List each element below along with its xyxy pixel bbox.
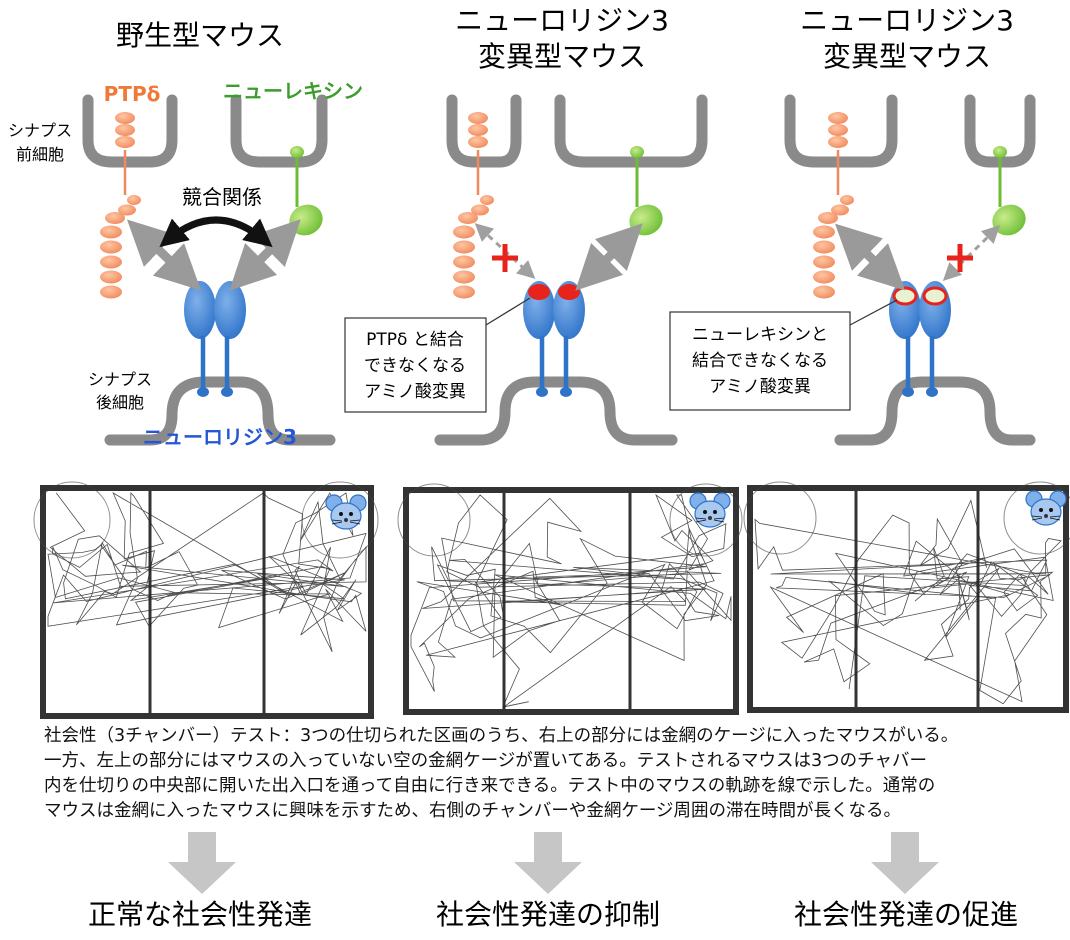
blocked-binding-arrow: [942, 224, 1001, 282]
binding-arrow: [575, 223, 643, 291]
panel-wildtype: 野生型マウス PTPδ ニューレキシン シナプス 前細胞 競合関係 シナプス 後…: [8, 19, 363, 449]
outcome-label: 正常な社会性発達: [88, 898, 312, 931]
mutation-site-marker: [528, 284, 550, 300]
down-arrow-icon: [514, 832, 582, 894]
presynaptic-membrane: [82, 94, 178, 168]
presynaptic-label: 前細胞: [16, 145, 64, 164]
panel-mutant-neurexin: ニューロリジン3 変異型マウス ニューレキシンと 結合できなくなる アミノ酸変異: [669, 4, 1036, 446]
trajectory-line: [47, 492, 367, 653]
binding-arrow: [127, 219, 201, 291]
callout-text: アミノ酸変異: [364, 382, 466, 402]
presynaptic-membrane: [230, 94, 328, 168]
chamber-test-wildtype: [33, 481, 379, 719]
binding-arrow: [229, 219, 301, 291]
binding-arrow: [834, 223, 906, 291]
outcome-label: 社会性発達の抑制: [436, 898, 660, 931]
callout-text: 結合できなくなる: [692, 351, 828, 371]
callout-text: PTPδ と結合: [366, 330, 464, 350]
callout-text: アミノ酸変異: [709, 377, 811, 397]
chamber-test-mutant-ptp: [397, 483, 743, 715]
panel-title: 変異型マウス: [478, 40, 646, 73]
panel-title: 変異型マウス: [823, 40, 991, 73]
presynaptic-membrane: [554, 94, 708, 168]
panel-title: ニューロリジン3: [455, 4, 669, 37]
caption-line: 社会性（3チャンバー）テスト：3つの仕切られた区画のうち、右上の部分には金網のケ…: [44, 726, 959, 746]
mutation-callout: ニューレキシンと 結合できなくなる アミノ酸変異: [669, 299, 898, 411]
neuroligin-label: ニューロリジン3: [143, 425, 297, 449]
ptp-delta-molecule: [451, 110, 496, 300]
trajectory-line: [410, 493, 732, 708]
mutation-site-marker: [892, 286, 918, 306]
postsynaptic-label: シナプス: [88, 370, 152, 389]
down-arrow-icon: [168, 832, 236, 894]
panel-mutant-ptp: ニューロリジン3 変異型マウス PTPδ と結合 できなくなる アミノ酸変異: [344, 4, 708, 446]
postsynaptic-membrane: [834, 376, 1036, 446]
ptp-delta-molecule: [811, 110, 856, 300]
competition-label: 競合関係: [182, 185, 262, 209]
mouse-trajectory: [47, 492, 367, 653]
mutation-callout: PTPδ と結合 できなくなる アミノ酸変異: [344, 297, 531, 413]
caption-line: 一方、左上の部分にはマウスの入っていない空の金網ケージが置いてある。テストされる…: [44, 751, 927, 771]
chamber-test-mutant-neurexin: [743, 481, 1070, 713]
postsynaptic-label: 後細胞: [96, 393, 144, 412]
panel-title: 野生型マウス: [116, 19, 284, 52]
mutation-site-marker: [558, 284, 580, 300]
red-x-icon: [947, 244, 973, 272]
competition-arrow: [159, 216, 273, 248]
presynaptic-membrane: [784, 94, 898, 168]
test-description: 社会性（3チャンバー）テスト：3つの仕切られた区画のうち、右上の部分には金網のケ…: [44, 724, 1064, 824]
postsynaptic-membrane: [434, 376, 678, 446]
ptp-delta-molecule: [98, 110, 143, 300]
ptp-delta-label: PTPδ: [104, 82, 161, 106]
mouse-trajectory: [410, 493, 732, 708]
callout-text: できなくなる: [364, 356, 466, 376]
panel-title: ニューロリジン3: [800, 4, 1014, 37]
postsynaptic-membrane: [104, 376, 336, 446]
neurexin-label: ニューレキシン: [223, 79, 363, 103]
callout-text: ニューレキシンと: [692, 325, 828, 345]
caption-line: 内を仕切りの中央部に開いた出入口を通って自由に行き来できる。テスト中のマウスの軌…: [44, 776, 936, 796]
trajectory-line: [754, 499, 1062, 705]
mutation-site-marker: [922, 286, 948, 306]
caption-line: マウスは金網に入ったマウスに興味を示すため、右側のチャンバーや金網ケージ周囲の滞…: [44, 801, 901, 821]
presynaptic-label: シナプス: [8, 121, 72, 140]
presynaptic-membrane: [446, 94, 522, 168]
red-x-icon: [492, 244, 518, 272]
mouse-trajectory: [754, 499, 1062, 705]
outcome-label: 社会性発達の促進: [794, 898, 1018, 931]
down-arrow-icon: [871, 832, 939, 894]
